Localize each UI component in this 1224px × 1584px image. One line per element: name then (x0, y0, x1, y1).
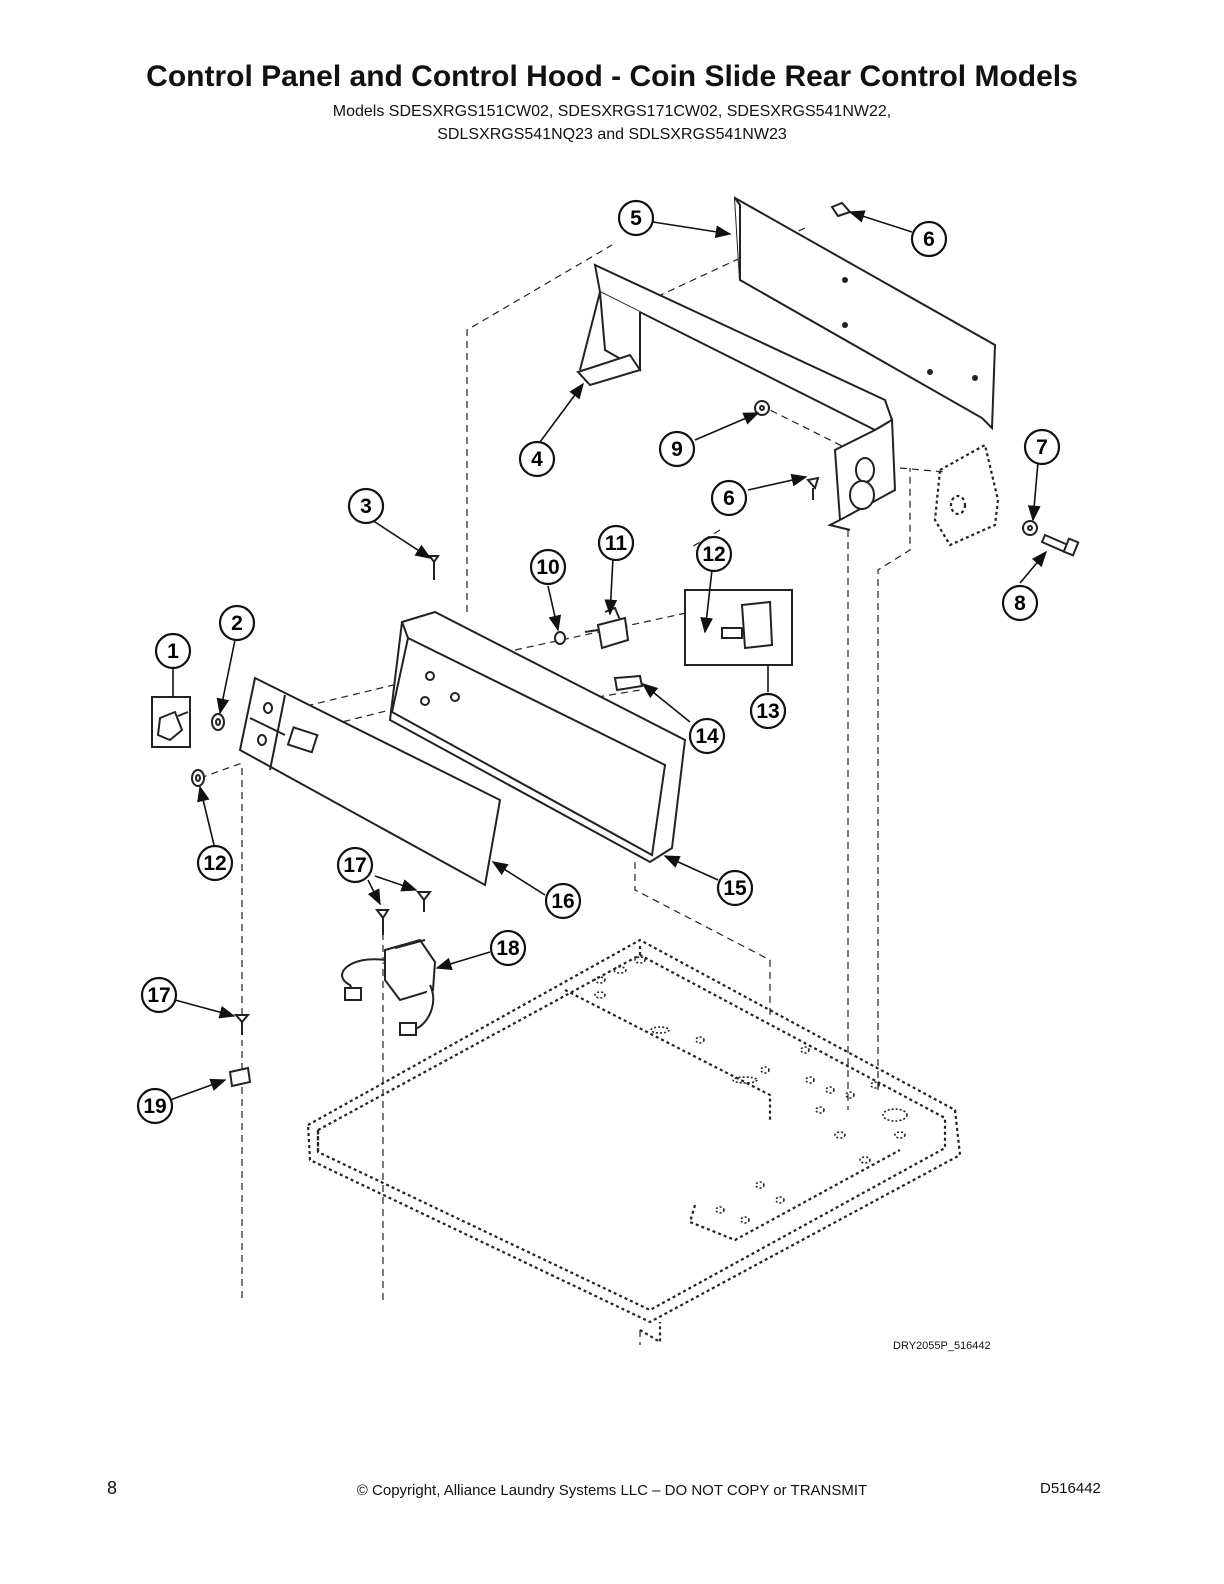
document-id: D516442 (1040, 1480, 1101, 1497)
wire-clip (228, 1066, 252, 1088)
callout-number: 5 (630, 207, 642, 230)
callout-1: 1 (154, 632, 192, 670)
connector (613, 674, 644, 692)
page-title: Control Panel and Control Hood - Coin Sl… (146, 60, 1078, 93)
callout-number: 9 (671, 438, 683, 461)
callout-number: 6 (723, 487, 735, 510)
callout-12: 12 (196, 844, 234, 882)
callout-number: 15 (723, 877, 747, 900)
callout-16: 16 (544, 882, 582, 920)
rear-panel-plate (733, 196, 997, 431)
callout-circle (140, 976, 178, 1014)
callout-circle (544, 882, 582, 920)
panel-overlay (238, 676, 502, 887)
selector-switch (684, 589, 793, 666)
transformer-screws (233, 891, 432, 1035)
leader-lines (169, 210, 1048, 1101)
callout-number: 17 (343, 854, 366, 877)
rear-bracket (933, 443, 1000, 547)
callout-4: 4 (518, 440, 556, 478)
callout-number: 13 (756, 700, 779, 723)
transformer (341, 938, 437, 1036)
callout-number: 19 (143, 1095, 166, 1118)
callout-19: 19 (136, 1087, 174, 1125)
callout-12: 12 (695, 535, 733, 573)
screw-top (428, 555, 440, 580)
callout-3: 3 (347, 487, 385, 525)
star-washers (754, 400, 1038, 536)
callout-circle (617, 199, 655, 237)
callout-circle (336, 846, 374, 884)
callout-circle (1001, 584, 1039, 622)
callout-number: 4 (531, 448, 543, 471)
drawing-code: DRY2055P_516442 (893, 1340, 991, 1352)
cabinet-top (306, 938, 962, 1344)
callout-circle (347, 487, 385, 525)
callout-7: 7 (1023, 428, 1061, 466)
callout-number: 17 (147, 984, 170, 1007)
control-console (388, 610, 687, 864)
callout-number: 7 (1036, 436, 1048, 459)
callout-circle (695, 535, 733, 573)
control-hood (576, 263, 897, 531)
callout-circle (910, 220, 948, 258)
callout-circle (710, 479, 748, 517)
page-number: 8 (107, 1478, 118, 1498)
callout-circle (658, 430, 696, 468)
callout-circle (518, 440, 556, 478)
callout-circle (489, 929, 527, 967)
callout-15: 15 (716, 869, 754, 907)
callout-number: 8 (1014, 592, 1026, 615)
callout-circle (749, 692, 787, 730)
callout-11: 11 (597, 524, 635, 562)
callout-6: 6 (910, 220, 948, 258)
callout-18: 18 (489, 929, 527, 967)
models-line-2: SDLSXRGS541NQ23 and SDLSXRGS541NW23 (437, 126, 787, 143)
callout-6: 6 (710, 479, 748, 517)
callout-circle (688, 717, 726, 755)
callout-9: 9 (658, 430, 696, 468)
callout-10: 10 (529, 548, 567, 586)
callout-number: 6 (923, 228, 935, 251)
callout-circle (218, 604, 256, 642)
callout-number: 3 (360, 495, 372, 518)
callout-circle (529, 548, 567, 586)
callout-circle (1023, 428, 1061, 466)
callout-number: 10 (536, 556, 559, 579)
callout-circle (154, 632, 192, 670)
callout-2: 2 (218, 604, 256, 642)
callout-circle (136, 1087, 174, 1125)
callout-number: 2 (231, 612, 243, 635)
bolt (1040, 533, 1080, 557)
callout-17: 17 (336, 846, 374, 884)
callout-number: 12 (203, 852, 226, 875)
cabinet-top-holes (594, 956, 908, 1224)
callout-circle (196, 844, 234, 882)
callout-number: 1 (167, 640, 179, 663)
callout-number: 18 (496, 937, 520, 960)
toggle-switch (584, 606, 630, 650)
callout-number: 12 (702, 543, 725, 566)
callout-circle (716, 869, 754, 907)
callout-5: 5 (617, 199, 655, 237)
callout-number: 11 (605, 532, 628, 555)
callout-circle (597, 524, 635, 562)
callout-13: 13 (749, 692, 787, 730)
models-line-1: Models SDESXRGS151CW02, SDESXRGS171CW02,… (332, 103, 892, 120)
callout-number: 16 (551, 890, 574, 913)
callout-17: 17 (140, 976, 178, 1014)
callout-8: 8 (1001, 584, 1039, 622)
copyright-notice: © Copyright, Alliance Laundry Systems LL… (356, 1482, 868, 1499)
knob (151, 696, 191, 748)
callout-14: 14 (688, 717, 726, 755)
callout-number: 14 (695, 725, 719, 748)
